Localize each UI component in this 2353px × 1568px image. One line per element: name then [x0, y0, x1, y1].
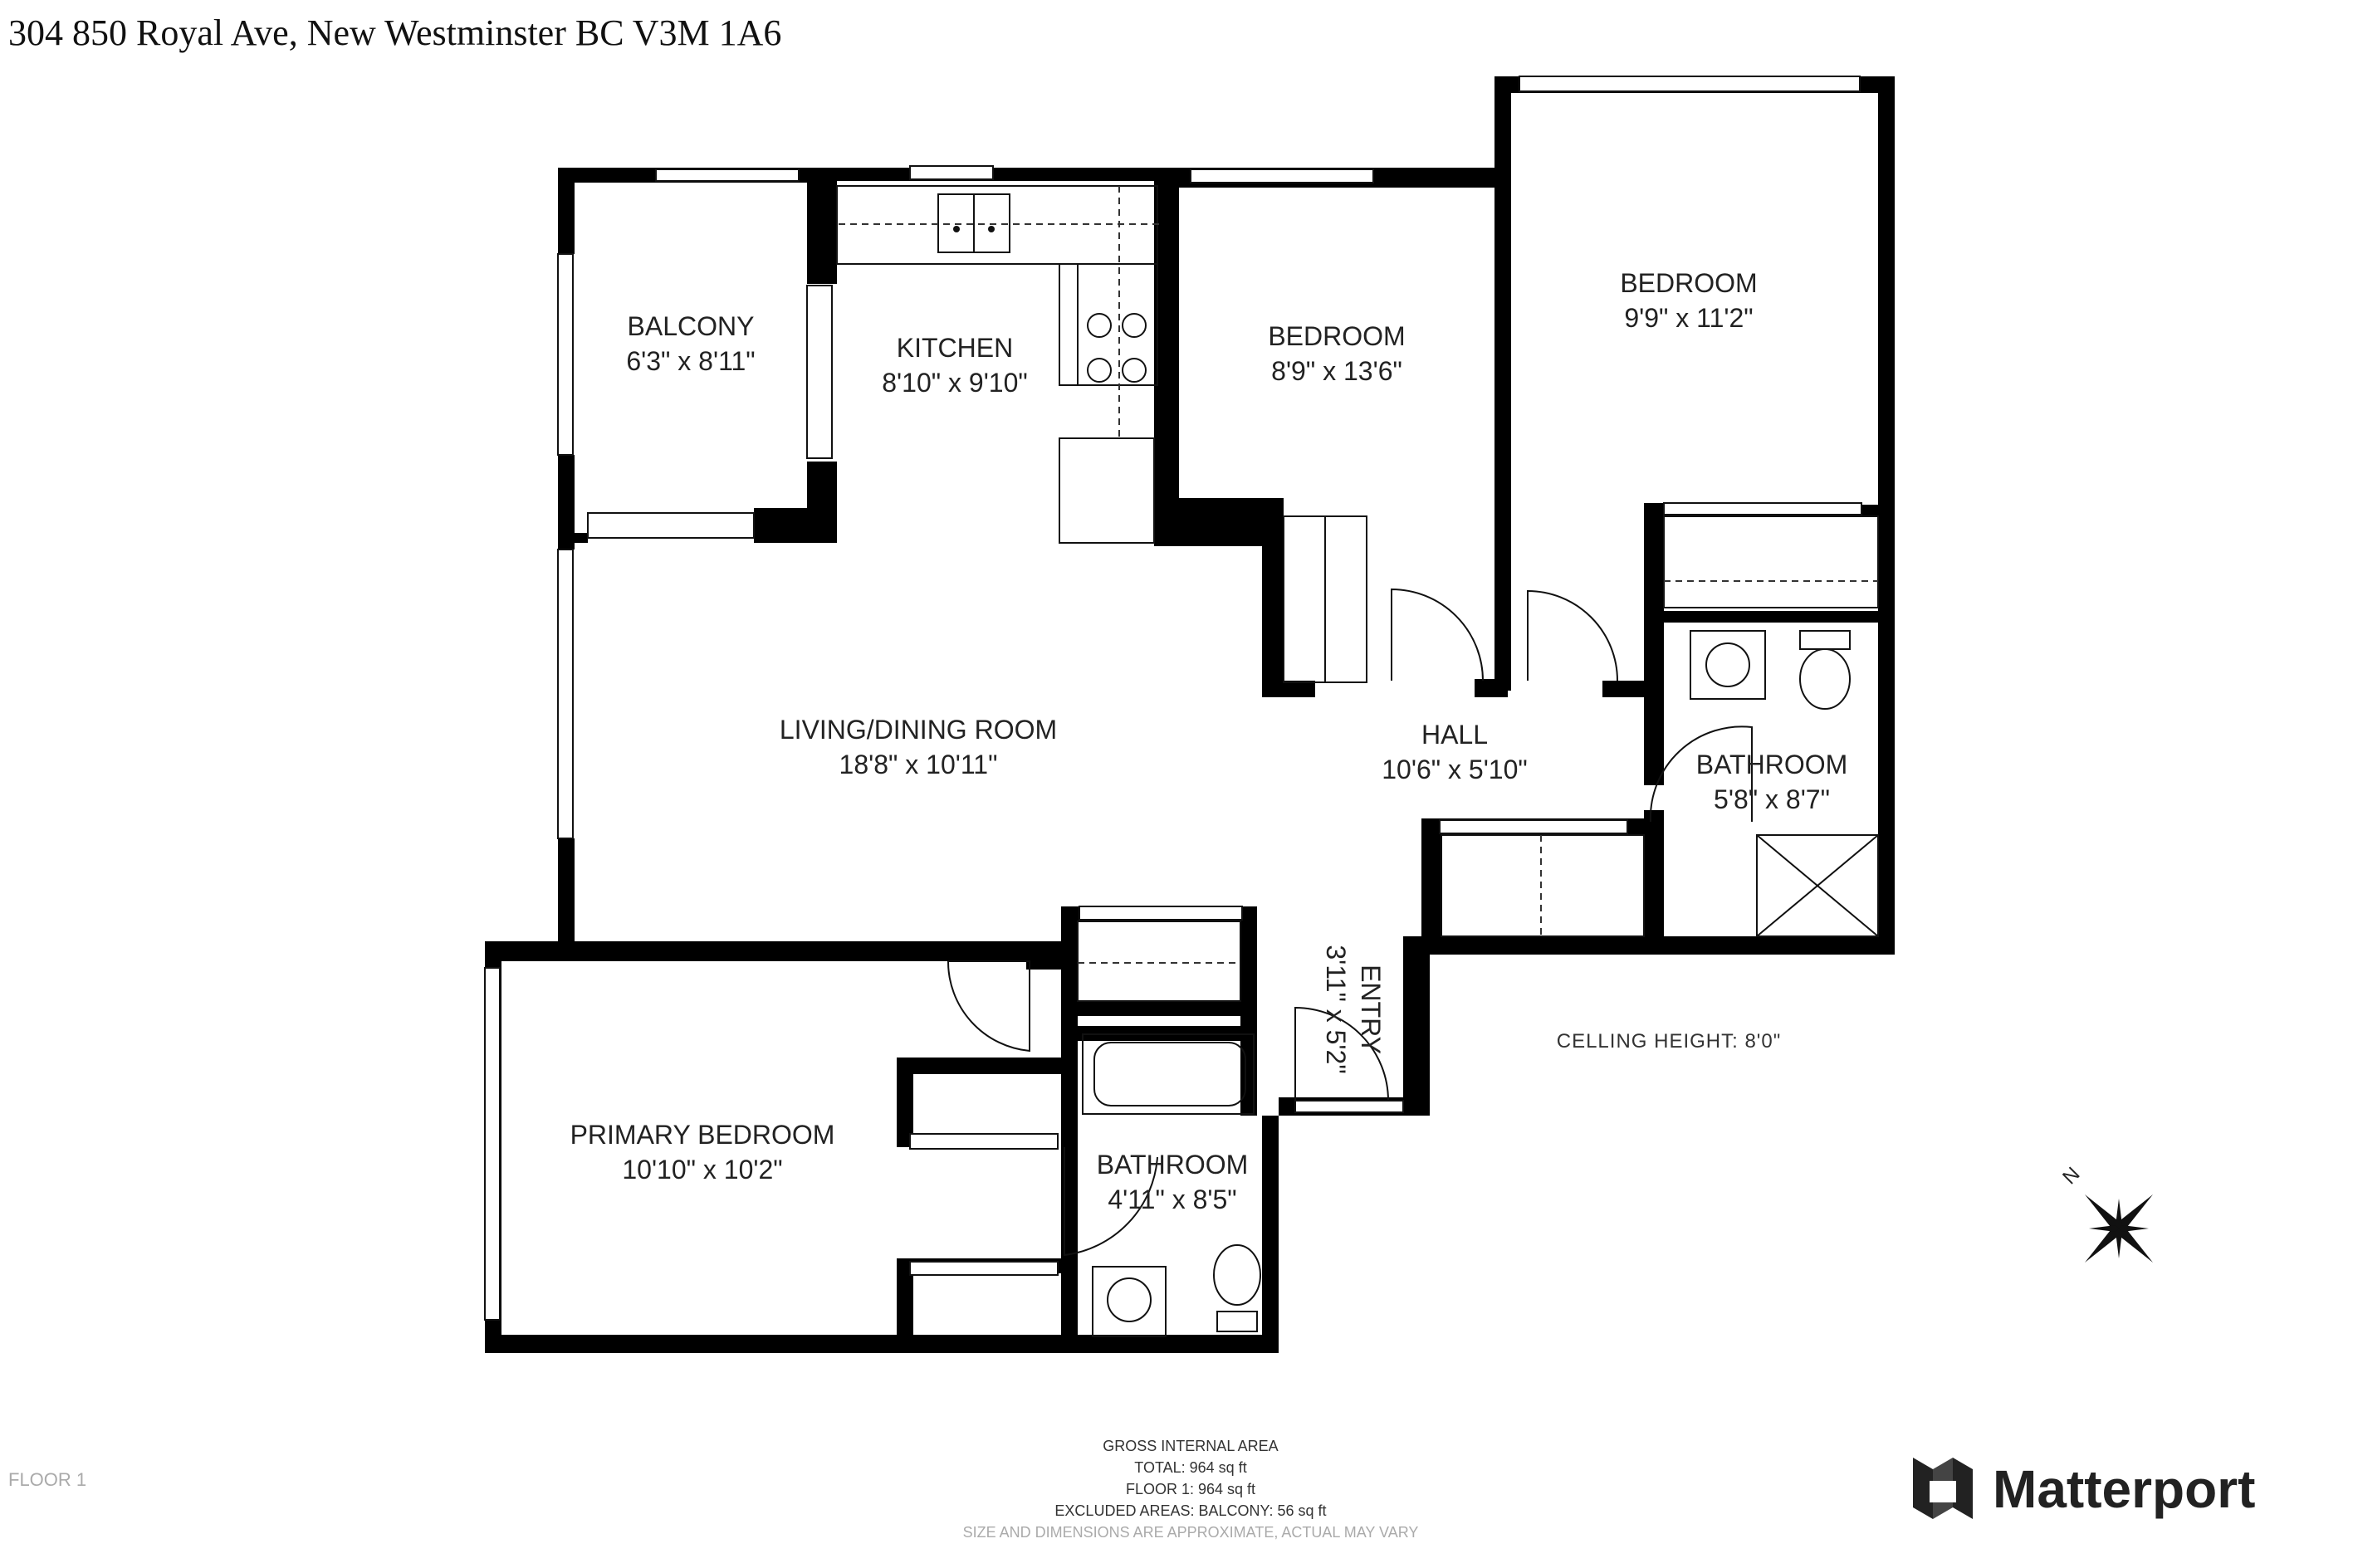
room-name: BATHROOM — [1696, 750, 1848, 779]
area-excluded: EXCLUDED AREAS: BALCONY: 56 sq ft — [1054, 1502, 1326, 1519]
room-name: BEDROOM — [1620, 268, 1757, 298]
room-name: ENTRY — [1356, 965, 1386, 1054]
bathtub-icon — [1082, 1033, 1255, 1115]
room-dims: 10'10" x 10'2" — [622, 1155, 782, 1185]
room-name: BEDROOM — [1268, 321, 1405, 351]
room-name: LIVING/DINING ROOM — [780, 715, 1057, 745]
sink-icon — [1690, 630, 1766, 700]
room-name: BALCONY — [628, 311, 755, 341]
windows — [484, 76, 1862, 1321]
area-title: GROSS INTERNAL AREA — [1103, 1438, 1278, 1454]
room-dims: 5'8" x 8'7" — [1714, 784, 1830, 814]
room-dims: 8'10" x 9'10" — [882, 368, 1028, 398]
room-dims: 4'11" x 8'5" — [1108, 1185, 1236, 1214]
matterport-logo: Matterport — [1913, 1458, 2255, 1519]
room-name: HALL — [1421, 720, 1488, 750]
room-label-bedroom-right: BEDROOM 9'9" x 11'2" — [1620, 268, 1757, 333]
room-label-entry: ENTRY 3'11" x 5'2" — [1321, 945, 1386, 1073]
sink-icon — [1092, 1266, 1167, 1337]
listing-address: 304 850 Royal Ave, New Westminster BC V3… — [8, 12, 782, 53]
ceiling-height: CELLING HEIGHT: 8'0" — [1557, 1030, 1782, 1053]
kitchen-island — [1059, 437, 1155, 544]
compass-north-label: N — [2058, 1163, 2084, 1189]
bathroom-fixtures — [1082, 630, 1879, 1337]
area-floor1: FLOOR 1: 964 sq ft — [1126, 1481, 1255, 1497]
floor-label: FLOOR 1 — [8, 1469, 86, 1490]
room-name: KITCHEN — [897, 333, 1013, 363]
brand-name: Matterport — [1993, 1459, 2255, 1519]
door-swings — [947, 588, 1753, 1257]
room-name: BATHROOM — [1097, 1150, 1249, 1180]
toilet-icon — [1216, 1311, 1258, 1332]
compass-icon: N — [2058, 1163, 2154, 1263]
room-dims: 8'9" x 13'6" — [1271, 356, 1402, 386]
room-dims: 18'8" x 10'11" — [839, 750, 998, 779]
room-label-hall: HALL 10'6" x 5'10" — [1382, 720, 1528, 784]
room-name: PRIMARY BEDROOM — [570, 1120, 835, 1150]
area-total: TOTAL: 964 sq ft — [1134, 1459, 1246, 1476]
room-label-balcony: BALCONY 6'3" x 8'11" — [626, 311, 755, 376]
toilet-icon — [1799, 630, 1851, 650]
room-label-kitchen: KITCHEN 8'10" x 9'10" — [882, 333, 1028, 398]
area-note: SIZE AND DIMENSIONS ARE APPROXIMATE, ACT… — [963, 1524, 1419, 1541]
room-label-bedroom-middle: BEDROOM 8'9" x 13'6" — [1268, 321, 1405, 386]
room-label-bathroom-main: BATHROOM 4'11" x 8'5" — [1097, 1150, 1249, 1214]
room-label-bathroom-right: BATHROOM 5'8" x 8'7" — [1696, 750, 1848, 814]
room-dims: 3'11" x 5'2" — [1321, 945, 1351, 1073]
room-label-living: LIVING/DINING ROOM 18'8" x 10'11" — [780, 715, 1057, 779]
bedroom-closets — [1077, 515, 1879, 1002]
kitchen-fixtures — [836, 185, 1162, 544]
matterport-logo-icon — [1913, 1458, 1973, 1519]
room-dims: 6'3" x 8'11" — [626, 346, 755, 376]
room-dims: 9'9" x 11'2" — [1624, 303, 1753, 333]
area-summary: GROSS INTERNAL AREA TOTAL: 964 sq ft FLO… — [963, 1438, 1419, 1541]
room-dims: 10'6" x 5'10" — [1382, 755, 1528, 784]
shower-icon — [1756, 834, 1879, 937]
room-label-primary: PRIMARY BEDROOM 10'10" x 10'2" — [570, 1120, 835, 1185]
